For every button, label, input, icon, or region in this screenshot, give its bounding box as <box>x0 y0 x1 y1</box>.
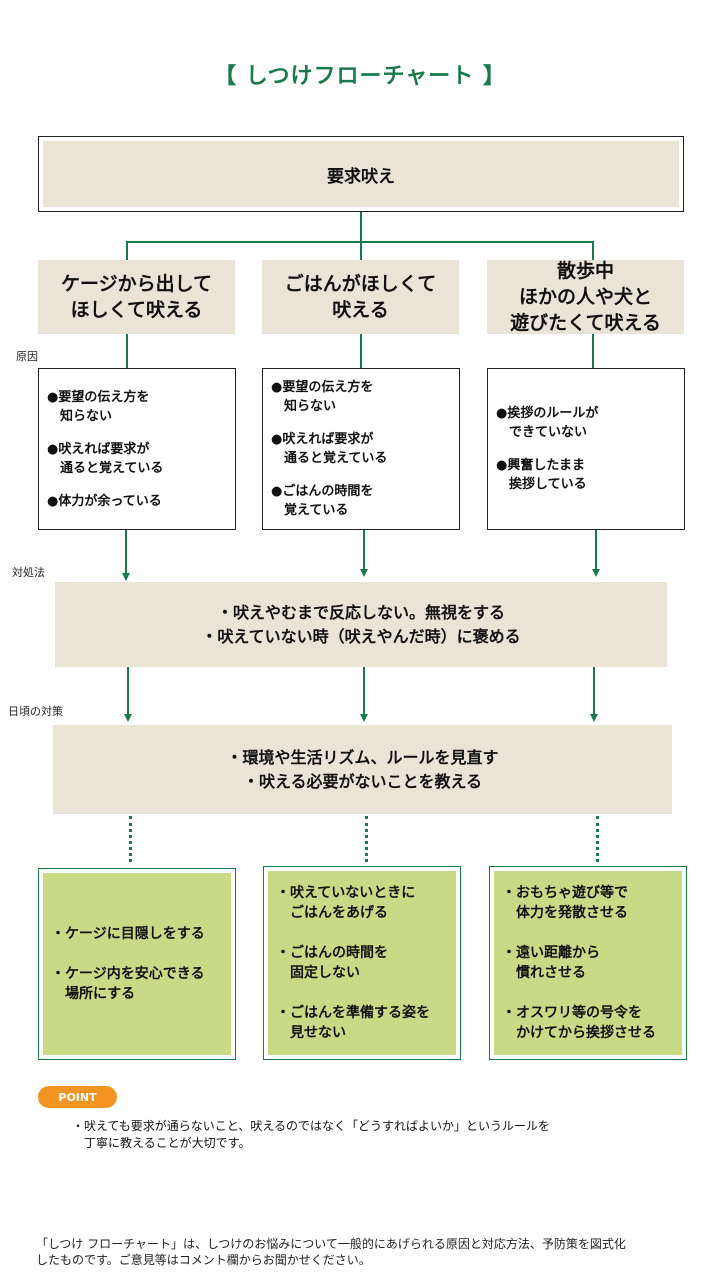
daily-line: ・吠える必要がないことを教える <box>242 771 483 791</box>
cause-item: ●挨拶のルールが できていない <box>496 406 599 440</box>
arrow-head <box>592 569 600 577</box>
arrow-head <box>360 569 368 577</box>
arrow-head <box>360 714 368 722</box>
daily-line: ・環境や生活リズム、ルールを見直す <box>226 747 499 767</box>
top-box-frame <box>38 136 684 212</box>
tip-item: ・吠えていないときに ごはんをあげる <box>276 885 416 921</box>
point-label: POINT <box>58 1090 97 1104</box>
cause-box-food: ●要望の伝え方を 知らない ●吠えれば要求が 通ると覚えている ●ごはんの時間を… <box>262 368 460 530</box>
cause-box-cage: ●要望の伝え方を 知らない ●吠えれば要求が 通ると覚えている ●体力が余ってい… <box>38 368 236 530</box>
cause-item: ●要望の伝え方を 知らない <box>271 380 374 414</box>
top-box: 要求吠え <box>43 141 679 207</box>
point-badge: POINT <box>38 1086 117 1108</box>
cause-item: ●吠えれば要求が 通ると覚えている <box>271 432 388 466</box>
cause-item: ●要望の伝え方を 知らない <box>47 389 150 424</box>
category-walk: 散歩中 ほかの人や犬と 遊びたくて吠える <box>487 260 684 334</box>
cause-item: ●吠えれば要求が 通ると覚えている <box>47 441 164 476</box>
arrow-line <box>363 667 365 715</box>
category-food: ごはんがほしくて 吠える <box>262 260 459 334</box>
connector <box>592 334 594 368</box>
arrow-line <box>125 530 127 574</box>
label-cause: 原因 <box>16 350 38 363</box>
top-label: 要求吠え <box>327 166 395 187</box>
connector <box>592 241 594 261</box>
arrow-line <box>593 667 595 715</box>
cause-item: ●興奮したまま 挨拶している <box>496 458 587 492</box>
tip-box-walk: ・おもちゃ遊び等で 体力を発散させる ・遠い距離から 慣れさせる ・オスワリ等の… <box>494 871 682 1055</box>
action-line: ・吠えていない時（吠えやんだ時）に褒める <box>201 626 521 646</box>
arrow-head <box>124 714 132 722</box>
arrow-head <box>590 714 598 722</box>
label-daily: 日頃の対策 <box>8 705 63 718</box>
tip-item: ・ごはんを準備する姿を 見せない <box>276 1005 430 1041</box>
cause-item: ●ごはんの時間を 覚えている <box>271 484 374 518</box>
connector <box>360 212 362 242</box>
dotted-connector <box>365 816 368 862</box>
tip-item: ・おもちゃ遊び等で 体力を発散させる <box>502 885 628 921</box>
daily-band: ・環境や生活リズム、ルールを見直す ・吠える必要がないことを教える <box>53 725 672 814</box>
action-band: ・吠えやむまで反応しない。無視をする ・吠えていない時（吠えやんだ時）に褒める <box>55 582 667 667</box>
arrow-line <box>595 530 597 570</box>
label-action: 対処法 <box>12 566 45 579</box>
tip-item: ・オスワリ等の号令を かけてから挨拶させる <box>502 1005 656 1041</box>
cause-box-walk: ●挨拶のルールが できていない ●興奮したまま 挨拶している <box>487 368 685 530</box>
category-cage: ケージから出して ほしくて吠える <box>38 260 235 334</box>
action-line: ・吠えやむまで反応しない。無視をする <box>216 602 505 622</box>
dotted-connector <box>596 816 599 862</box>
connector <box>360 334 362 368</box>
tip-item: ・遠い距離から 慣れさせる <box>502 945 600 981</box>
arrow-head <box>122 573 130 581</box>
arrow-line <box>127 667 129 715</box>
connector <box>126 241 128 261</box>
connector <box>126 334 128 368</box>
page-title: 【 しつけフローチャート 】 <box>214 64 506 89</box>
tip-item: ・ケージ内を安心できる 場所にする <box>51 966 205 1002</box>
connector <box>360 241 362 261</box>
tip-item: ・ごはんの時間を 固定しない <box>276 945 388 981</box>
cause-item: ●体力が余っている <box>47 493 162 509</box>
dotted-connector <box>129 816 132 862</box>
tip-box-food: ・吠えていないときに ごはんをあげる ・ごはんの時間を 固定しない ・ごはんを準… <box>268 871 456 1055</box>
footer-note: 「しつけ フローチャート」は、しつけのお悩みについて一般的にあげられる原因と対応… <box>36 1237 626 1267</box>
arrow-line <box>363 530 365 570</box>
tip-item: ・ケージに目隠しをする <box>51 926 205 942</box>
point-text: ・吠えても要求が通らないこと、吠えるのではなく「どうすればよいか」というルールを… <box>72 1119 550 1150</box>
tip-box-cage: ・ケージに目隠しをする ・ケージ内を安心できる 場所にする <box>43 873 231 1055</box>
